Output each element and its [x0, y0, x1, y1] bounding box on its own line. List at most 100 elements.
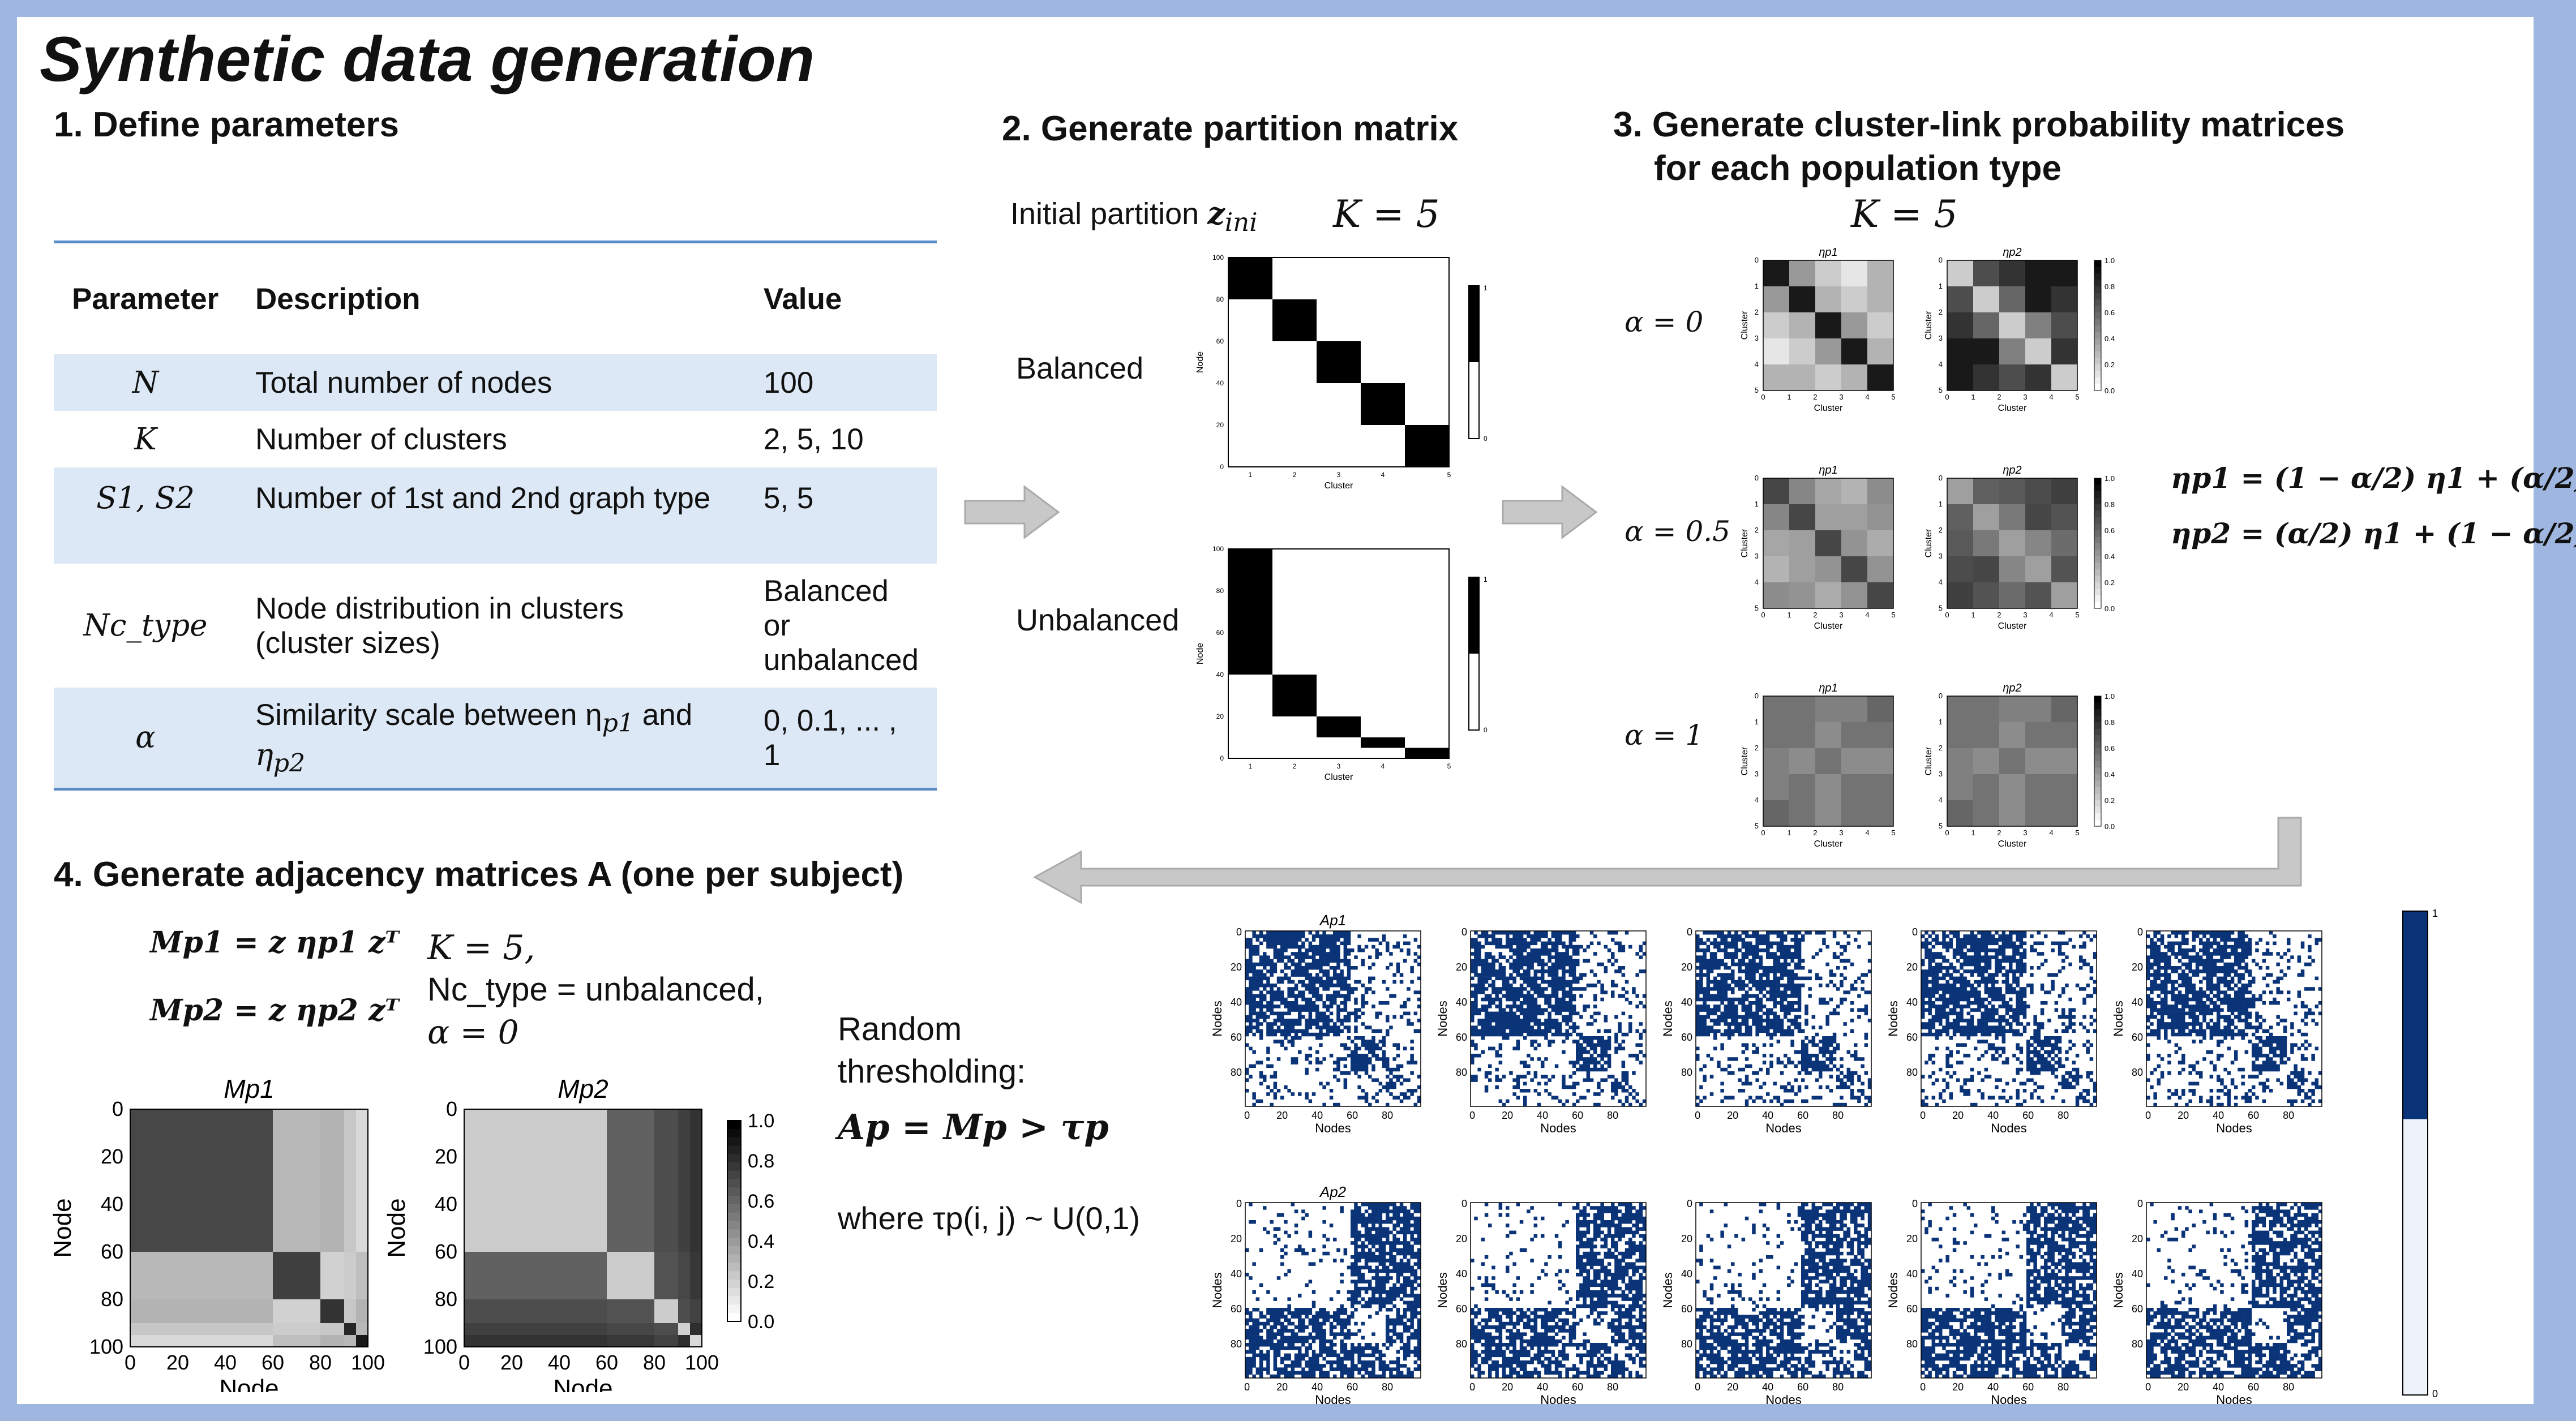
- adjacency-edge: [1291, 987, 1295, 991]
- adjacency-edge: [1720, 1019, 1724, 1023]
- adjacency-edge: [1498, 962, 1503, 967]
- adjacency-edge: [1298, 952, 1302, 956]
- partition-block: [1317, 341, 1361, 383]
- adjacency-edge: [1249, 1001, 1253, 1005]
- adjacency-edge: [1340, 1022, 1344, 1026]
- adjacency-edge: [1604, 1078, 1608, 1082]
- y-tick-label: 0: [1755, 256, 1759, 264]
- adjacency-edge: [1301, 955, 1305, 959]
- adjacency-edge: [1484, 966, 1489, 970]
- adjacency-edge: [1530, 994, 1534, 998]
- colorbar-segment: [2094, 813, 2101, 820]
- adjacency-edge: [1548, 997, 1551, 1002]
- adjacency-edge: [1931, 973, 1936, 977]
- adjacency-edge: [1270, 941, 1274, 946]
- adjacency-edge: [1263, 994, 1267, 998]
- adjacency-edge: [1808, 1061, 1812, 1064]
- adjacency-edge: [1618, 1029, 1622, 1033]
- adjacency-edge: [1991, 938, 1995, 942]
- adjacency-matrices-grid: Ap1002020404060608080NodesNodes002020404…: [1210, 908, 2438, 1407]
- adjacency-edge: [1287, 938, 1291, 942]
- adjacency-edge: [1864, 1036, 1868, 1040]
- colorbar-tick: 0.2: [2104, 796, 2115, 805]
- adjacency-edge: [1533, 1022, 1538, 1026]
- adjacency-edge: [2037, 1057, 2041, 1061]
- adjacency-edge: [1861, 1089, 1865, 1093]
- adjacency-edge: [1632, 1096, 1636, 1100]
- adjacency-edge: [1942, 976, 1946, 981]
- adjacency-edge: [1836, 1043, 1840, 1047]
- adjacency-edge: [1291, 994, 1295, 998]
- adjacency-edge: [1519, 1001, 1524, 1005]
- adjacency-edge: [1854, 1057, 1858, 1061]
- adjacency-edge: [1949, 976, 1953, 981]
- adjacency-edge: [1731, 1001, 1735, 1005]
- adjacency-edge: [2230, 948, 2235, 952]
- adjacency-edge: [1956, 941, 1960, 946]
- adjacency-edge: [1291, 1001, 1295, 1005]
- adjacency-edge: [2217, 931, 2221, 935]
- adjacency-edge: [2054, 1089, 2059, 1093]
- adjacency-edge: [1273, 1085, 1278, 1089]
- adjacency-edge: [1311, 980, 1316, 984]
- adjacency-edge: [2213, 941, 2217, 946]
- adjacency-edge: [1974, 1032, 1978, 1037]
- adjacency-edge: [1298, 931, 1302, 935]
- adjacency-edge: [1843, 990, 1847, 994]
- adjacency-edge: [1583, 973, 1587, 977]
- adjacency-edge: [1333, 990, 1337, 994]
- adjacency-edge: [1709, 1008, 1714, 1012]
- adjacency-edge: [1301, 997, 1305, 1002]
- adjacency-edge: [1481, 1008, 1485, 1012]
- adjacency-edge: [1762, 1025, 1767, 1029]
- adjacency-edge: [1987, 962, 1992, 967]
- adjacency-edge: [1931, 976, 1936, 981]
- adjacency-edge: [1925, 987, 1928, 991]
- adjacency-edge: [1280, 952, 1284, 956]
- adjacency-edge: [1935, 1011, 1939, 1016]
- adjacency-edge: [1925, 955, 1928, 959]
- adjacency-edge: [1347, 1015, 1351, 1019]
- adjacency-edge: [1527, 1011, 1531, 1016]
- adjacency-edge: [1361, 948, 1365, 952]
- adjacency-edge: [1263, 984, 1267, 988]
- adjacency-edge: [1998, 994, 2002, 998]
- adjacency-edge: [2030, 1061, 2034, 1064]
- adjacency-edge: [1322, 1102, 1326, 1107]
- adjacency-edge: [1273, 931, 1278, 935]
- adjacency-edge: [1952, 1029, 1957, 1033]
- adjacency-edge: [1600, 1054, 1604, 1058]
- adjacency-edge: [1921, 1022, 1925, 1026]
- adjacency-edge: [1413, 959, 1418, 963]
- adjacency-edge: [2089, 1022, 2094, 1026]
- y-tick-label: 100: [89, 1335, 123, 1358]
- adjacency-edge: [1481, 969, 1485, 973]
- adjacency-edge: [2022, 1015, 2027, 1019]
- adjacency-edge: [1593, 973, 1597, 977]
- adjacency-edge: [2255, 941, 2259, 946]
- adjacency-edge: [2065, 1071, 2069, 1075]
- x-tick-label: 4: [2049, 611, 2053, 619]
- adjacency-edge: [1642, 941, 1647, 946]
- adjacency-edge: [1523, 1061, 1527, 1064]
- adjacency-edge: [1787, 973, 1791, 977]
- adjacency-edge: [1544, 931, 1548, 935]
- adjacency-edge: [1727, 1064, 1731, 1068]
- adjacency-edge: [1516, 1008, 1520, 1012]
- adjacency-edge: [1488, 984, 1492, 988]
- adjacency-edge: [1495, 1078, 1499, 1082]
- adjacency-edge: [1551, 1096, 1555, 1100]
- adjacency-edge: [1780, 984, 1784, 988]
- colorbar-segment: [2094, 589, 2101, 596]
- adjacency-edge: [1371, 1029, 1375, 1033]
- adjacency-edge: [1386, 1015, 1390, 1019]
- adjacency-edge: [1755, 1032, 1759, 1037]
- adjacency-edge: [1516, 955, 1520, 959]
- adjacency-edge: [1738, 1001, 1742, 1005]
- adjacency-edge: [1586, 1078, 1591, 1082]
- adjacency-edge: [1259, 984, 1263, 988]
- adjacency-edge: [1333, 938, 1337, 942]
- adjacency-edge: [1925, 984, 1928, 988]
- adjacency-edge: [1291, 969, 1295, 973]
- adjacency-edge: [1340, 1001, 1344, 1005]
